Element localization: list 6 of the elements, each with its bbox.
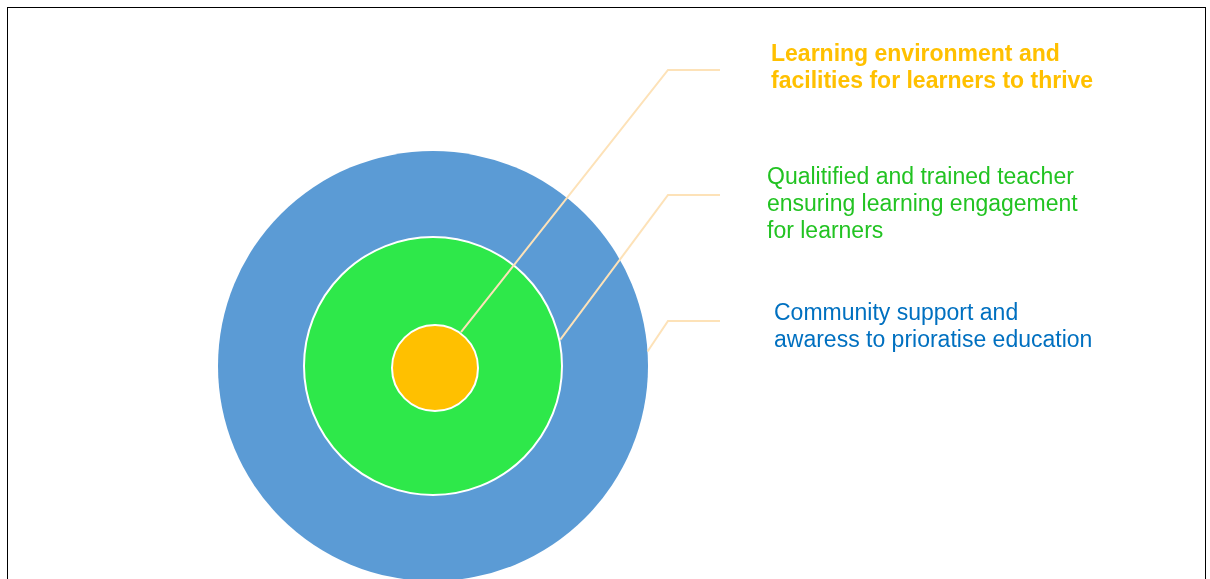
leader-line	[646, 320, 721, 353]
callout-text: Qualitified and trained teacher ensuring learning engagement for learners	[767, 163, 1097, 244]
callout-text: Learning environment and facilities for learners to thrive	[771, 40, 1111, 94]
leader-line	[460, 69, 721, 334]
leader-line	[559, 194, 721, 341]
callout-text: Community support and awaress to prioratise education	[774, 299, 1094, 353]
